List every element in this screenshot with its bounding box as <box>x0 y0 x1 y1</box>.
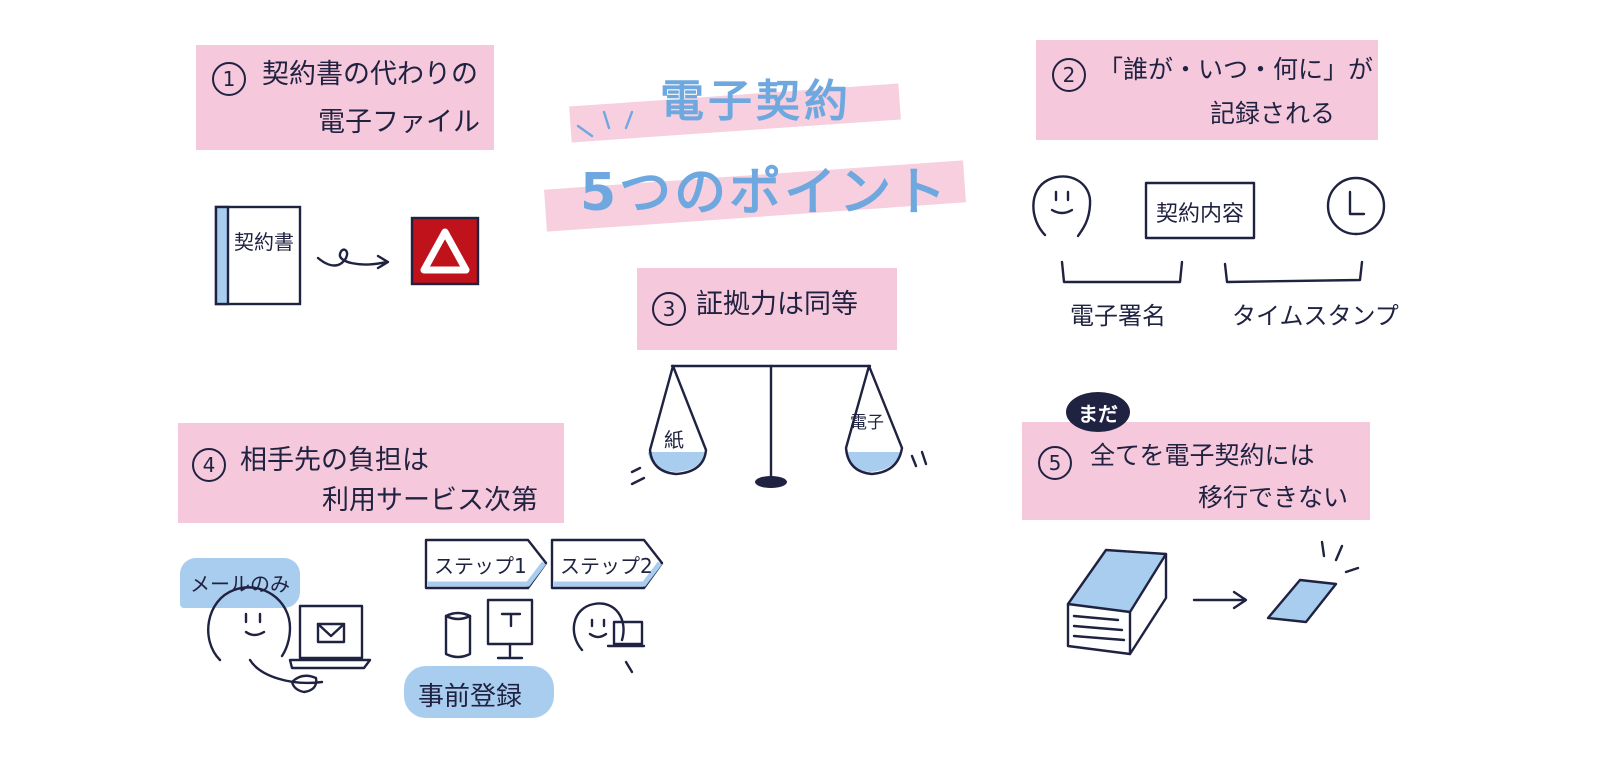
point-5-line-1: 全てを電子契約には <box>1090 441 1315 470</box>
arrow-icon <box>316 248 390 270</box>
sparkle-icon <box>576 110 634 138</box>
contract-box <box>1144 181 1256 240</box>
pdf-file-icon <box>410 216 480 286</box>
paper-stack-icon <box>1066 548 1168 656</box>
point-4-line-1: 相手先の負担は <box>240 445 429 476</box>
paper-pan-label: 紙 <box>664 428 684 452</box>
signature-bracket <box>1060 260 1184 284</box>
step-2-label: ステップ2 <box>560 554 653 578</box>
single-sheet-icon <box>1266 540 1360 624</box>
point-5-number: 5 <box>1038 446 1072 480</box>
timestamp-bracket <box>1223 260 1364 284</box>
point-2-line-2: 記録される <box>1210 99 1336 128</box>
clock-icon <box>1326 176 1386 236</box>
point-4-number: 4 <box>192 448 226 482</box>
document-icon <box>214 205 302 306</box>
laptop-icon <box>288 604 372 670</box>
point-2-panel <box>1036 40 1378 140</box>
point-1-line-2: 電子ファイル <box>318 107 480 138</box>
document-label: 契約書 <box>234 230 294 254</box>
signature-label: 電子署名 <box>1070 302 1166 330</box>
step-1-arrow <box>424 538 548 590</box>
hand-icon <box>290 674 318 694</box>
person-icon <box>572 602 646 674</box>
point-1-line-1: 契約書の代わりの <box>262 59 478 90</box>
electronic-pan-label: 電子 <box>850 413 884 433</box>
point-1-panel <box>196 45 494 150</box>
point-2-number: 2 <box>1052 58 1086 92</box>
page-title: 電子契約 <box>660 76 852 127</box>
arrow-icon <box>1192 590 1248 610</box>
point-3-line-1: 証拠力は同等 <box>696 289 858 320</box>
point-2-line-1: 「誰が・いつ・何に」が <box>1098 55 1374 84</box>
register-bubble-text: 事前登録 <box>418 682 523 712</box>
point-5-line-2: 移行できない <box>1198 483 1349 512</box>
contract-label: 契約内容 <box>1156 202 1245 227</box>
scale-icon <box>630 364 928 488</box>
page-subtitle: 5つのポイント <box>580 163 950 223</box>
step-2-arrow <box>550 538 664 590</box>
person-icon <box>1032 175 1092 238</box>
point-3-number: 3 <box>652 292 686 326</box>
monitor-icon <box>486 598 534 660</box>
point-4-line-2: 利用サービス次第 <box>322 485 538 516</box>
register-bubble <box>404 666 554 718</box>
mail-bubble-text: メールのみ <box>190 572 290 596</box>
badge-bubble <box>1066 392 1130 432</box>
server-icon <box>444 611 472 659</box>
timestamp-label: タイムスタンプ <box>1232 302 1399 330</box>
point-1-number: 1 <box>212 62 246 96</box>
point-5-panel <box>1022 422 1370 520</box>
mail-icon <box>316 622 346 644</box>
badge-text: まだ <box>1078 402 1118 426</box>
person-icon <box>207 586 324 684</box>
step-1-label: ステップ1 <box>434 554 527 578</box>
point-4-panel <box>178 423 564 523</box>
